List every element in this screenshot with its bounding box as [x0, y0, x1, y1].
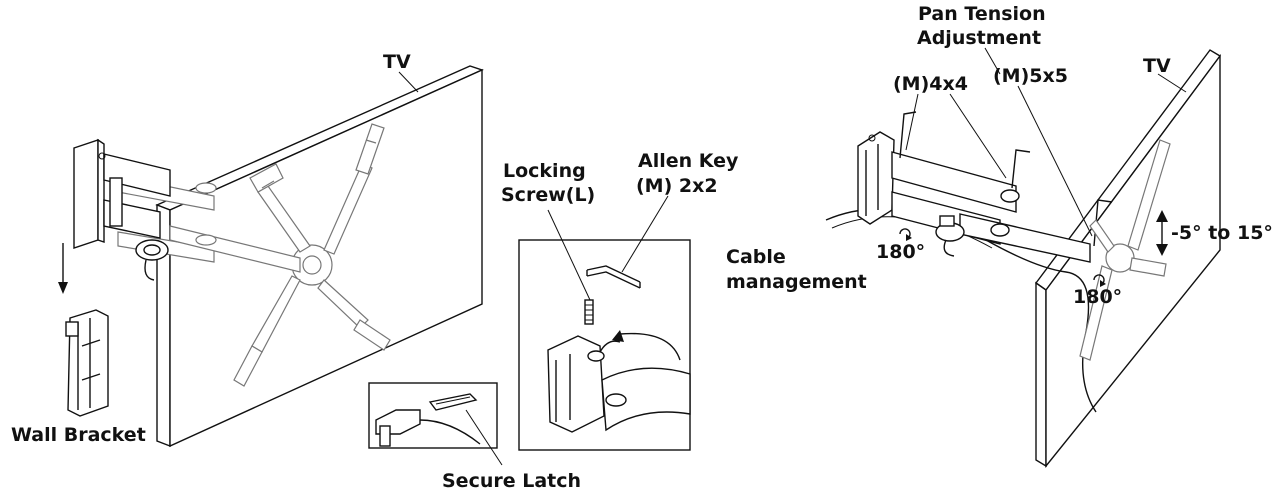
latch-assembly — [547, 330, 691, 433]
allen-key-leader — [621, 195, 669, 273]
m4x4-leader-b — [949, 93, 1007, 179]
m4x4-leader-a — [905, 93, 919, 151]
left-figure: TV Wall Bracket — [11, 51, 484, 448]
locking-screw-label-line1: Locking — [503, 160, 586, 182]
right-tv-leader — [1157, 73, 1187, 93]
allen-key-label-line2: (M) 2x2 — [636, 175, 718, 197]
right-wall-plate — [857, 131, 895, 225]
wall-bracket-label: Wall Bracket — [11, 424, 146, 446]
rotation-180-label-b: 180° — [1073, 286, 1122, 308]
rotate-icon-a — [899, 228, 912, 241]
secure-latch-part — [375, 393, 481, 447]
secure-latch-label: Secure Latch — [442, 470, 581, 492]
pan-tension-leader — [984, 47, 1001, 75]
left-vesa-plate — [233, 123, 391, 387]
allen-key-icon — [586, 265, 641, 289]
rotate-icon-b — [1093, 274, 1106, 287]
pan-tension-label-line2: Adjustment — [917, 27, 1041, 49]
right-figure: Pan Tension Adjustment (M)4x4 (M)5x5 TV … — [726, 3, 1273, 468]
right-vesa-plate — [1079, 139, 1171, 361]
left-tv-label: TV — [383, 51, 411, 73]
m5x5-label: (M)5x5 — [993, 65, 1068, 87]
locking-screw-label-line2: Screw(L) — [501, 184, 595, 206]
allen-key-label-line1: Allen Key — [638, 150, 739, 172]
left-wall-plate — [73, 138, 171, 281]
pan-tension-label-line1: Pan Tension — [918, 3, 1046, 25]
locking-screw-leader — [547, 209, 591, 301]
cable-management-label-line1: Cable — [726, 246, 786, 268]
down-arrow — [58, 243, 68, 294]
tilt-range-label: -5° to 15° — [1171, 222, 1273, 244]
rotation-180-label-a: 180° — [876, 241, 925, 263]
secure-latch-leader — [465, 409, 503, 466]
cable-management-label-line2: management — [726, 271, 867, 293]
m5x5-leader — [1017, 85, 1093, 237]
locking-screw-icon — [584, 299, 594, 325]
right-arm — [891, 151, 1091, 263]
right-tv-label: TV — [1143, 55, 1171, 77]
tilt-arrow-icon — [1156, 210, 1168, 256]
secure-latch-inset-box — [368, 382, 498, 449]
wall-bracket-part — [65, 309, 109, 417]
middle-figure: Locking Screw(L) Allen Key (M) 2x2 Secur… — [368, 150, 739, 492]
left-tv-leader — [398, 71, 419, 93]
latch-detail-box — [518, 239, 691, 451]
m4x4-label: (M)4x4 — [893, 73, 968, 95]
